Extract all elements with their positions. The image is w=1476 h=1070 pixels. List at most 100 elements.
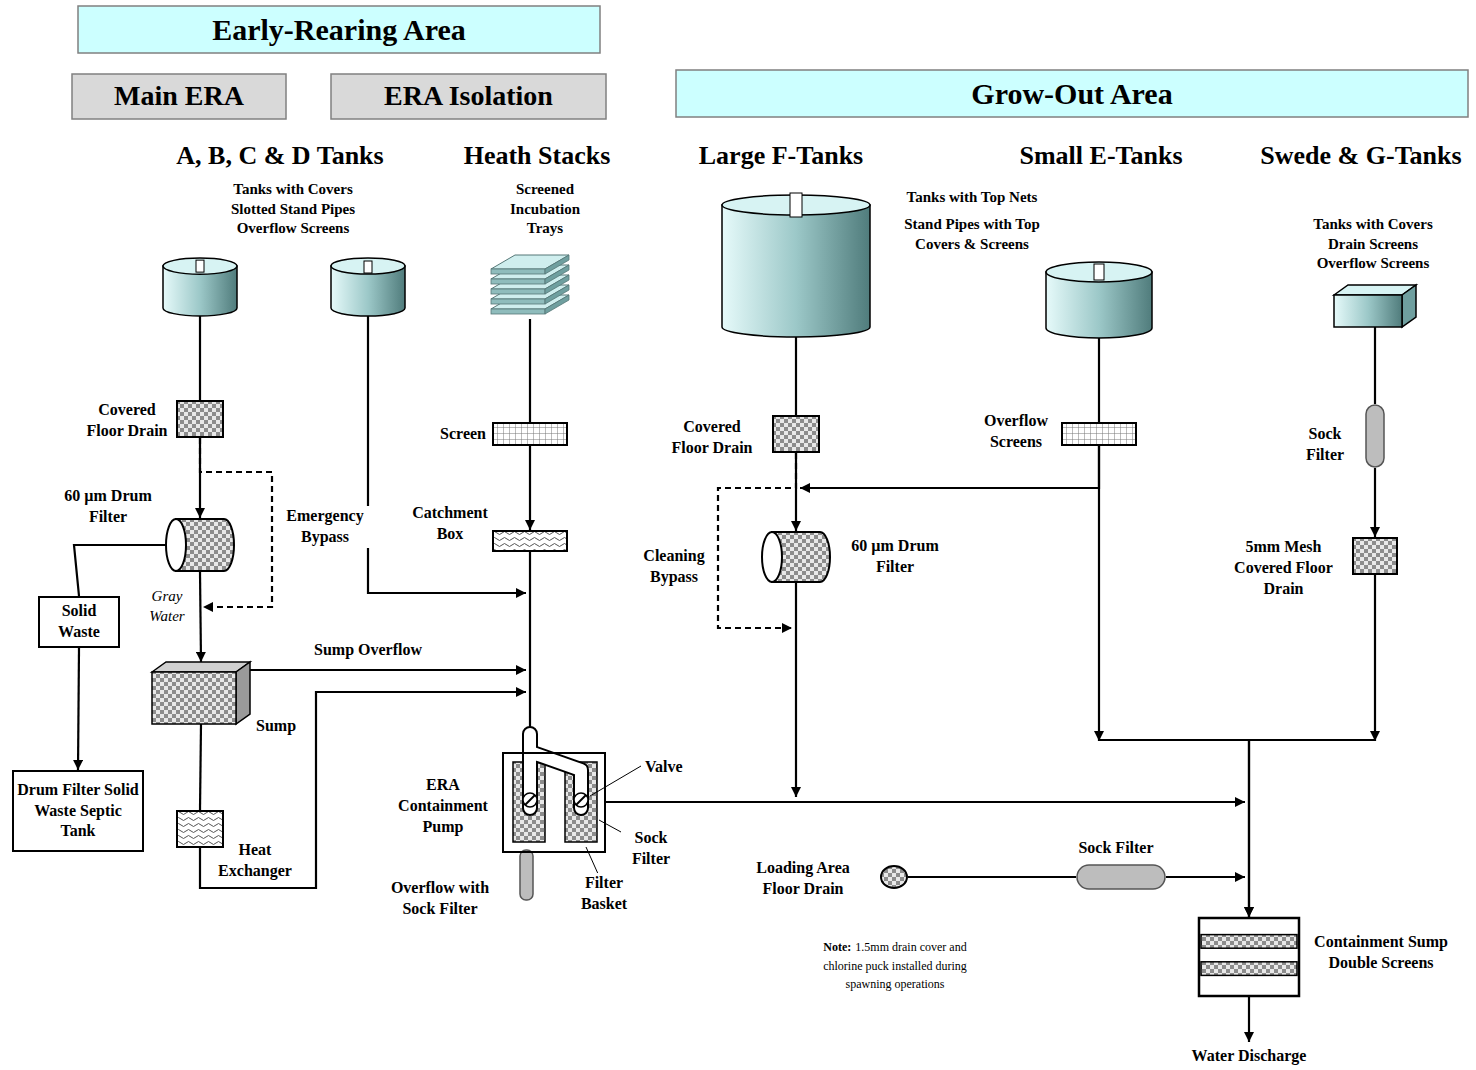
text-slot: Loading Area Floor Drain	[748, 858, 858, 900]
drum-end	[166, 519, 186, 571]
box-label: Main ERA	[110, 78, 248, 114]
symbol	[502, 728, 606, 853]
containment-sump: Containment Sump Double Screens	[1198, 917, 1300, 997]
note-text: Note:	[823, 940, 851, 954]
text-slot: Tanks with Covers Drain Screens Overflow…	[1298, 215, 1448, 274]
symbol	[166, 518, 234, 572]
drain-cover	[881, 866, 907, 888]
node-label: Covered Floor Drain	[667, 417, 757, 459]
text-slot: Containment Sump Double Screens	[1306, 932, 1456, 974]
stand-pipe	[1094, 264, 1104, 280]
pipe-line	[1374, 468, 1376, 537]
floor-drain: Covered Floor Drain	[772, 415, 820, 453]
area-band: Grow-Out Area	[676, 70, 1468, 117]
sock-pipe	[530, 734, 581, 808]
text-slot: A, B, C & D Tanks	[160, 139, 400, 173]
symbol	[176, 810, 224, 848]
edge-label: Gray Water	[141, 587, 193, 626]
sock	[1077, 865, 1165, 889]
pipe-line	[529, 446, 531, 530]
tank: Small E-Tanks	[1046, 262, 1152, 338]
pipe-line	[795, 583, 797, 797]
pipe-line	[1249, 575, 1375, 917]
floor-drain: 5mm Mesh Covered Floor Drain	[1352, 537, 1398, 575]
wavy-box	[493, 531, 567, 551]
pipe-line	[529, 319, 531, 422]
node-label: Stand Pipes with Top Covers & Screens	[902, 215, 1042, 254]
node-label: 60 µm Drum Filter	[845, 536, 945, 578]
symbol	[1061, 422, 1137, 446]
text-slot: Water Discharge	[1169, 1046, 1329, 1067]
text-slot: Tanks with Covers Slotted Stand Pipes Ov…	[218, 180, 368, 239]
node-label: Overflow Screens	[976, 411, 1056, 453]
box-label: ERA Isolation	[380, 78, 557, 114]
box-top	[152, 662, 250, 672]
floor-drain: Covered Floor Drain	[176, 400, 224, 438]
sock-filter: Sock Filter	[1076, 864, 1166, 890]
part-label: Filter Basket	[574, 873, 634, 915]
box-label: Solid Waste	[38, 601, 120, 643]
band-shape	[676, 70, 1468, 117]
text-slot: Large F-Tanks	[681, 139, 881, 173]
tank: Large F-TanksTanks with Top NetsStand Pi…	[722, 195, 870, 337]
text-slot: Emergency Bypass	[280, 506, 370, 548]
node-label: 60 µm Drum Filter	[58, 486, 158, 528]
drain-cover	[1353, 538, 1397, 574]
node-label: Tanks with Covers Slotted Stand Pipes Ov…	[218, 180, 368, 239]
symbol	[1352, 537, 1398, 575]
stand-pipe	[196, 260, 204, 272]
text-slot: Overflow with Sock Filter	[375, 878, 505, 920]
screen-mesh	[493, 423, 567, 445]
node-label: ERA Containment Pump	[388, 775, 498, 837]
section-heading: Small E-Tanks	[1001, 139, 1201, 173]
screen: Overflow Screens	[1061, 422, 1137, 446]
text-slot: 5mm Mesh Covered Floor Drain	[1226, 537, 1341, 599]
node-label: Tanks with Top Nets	[882, 188, 1062, 208]
box-label: Early-Rearing Area	[208, 10, 470, 49]
text-slot: Cleaning Bypass	[636, 546, 712, 588]
drain-cover	[177, 401, 223, 437]
text-slot: Tanks with Top Nets	[882, 188, 1062, 208]
process-box: Drum Filter Solid Waste Septic Tank	[12, 770, 144, 852]
discharge-label: Water Discharge	[1192, 1046, 1307, 1067]
section-heading: Large F-Tanks	[681, 139, 881, 173]
screen-band	[1201, 962, 1297, 976]
valve	[574, 793, 588, 807]
area-band: Main ERA	[72, 74, 286, 119]
text-slot: Sump	[256, 716, 316, 737]
edge-label: Emergency Bypass	[280, 506, 370, 548]
sock	[1366, 405, 1384, 467]
text-slot: Sock Filter	[1295, 424, 1355, 466]
drum-filter: 60 µm Drum Filter	[762, 531, 830, 583]
symbol	[722, 195, 870, 337]
tray	[491, 309, 545, 314]
pipe-line	[200, 572, 201, 662]
tank-body	[722, 205, 870, 337]
box-side	[236, 662, 250, 724]
symbol	[491, 247, 569, 319]
box-label: Drum Filter Solid Waste Septic Tank	[12, 780, 144, 842]
stand-pipe	[364, 261, 372, 273]
text-slot: Covered Floor Drain	[667, 417, 757, 459]
text-slot: Heath Stacks	[447, 139, 627, 173]
text-slot: Stand Pipes with Top Covers & Screens	[902, 215, 1042, 254]
screen: Screen	[492, 422, 568, 446]
symbol	[492, 530, 568, 552]
tray	[491, 269, 545, 274]
floor-drain: Loading Area Floor Drain	[880, 865, 908, 889]
isolation-tank	[331, 258, 405, 316]
symbol	[772, 415, 820, 453]
symbol	[1365, 404, 1385, 468]
valve	[523, 793, 537, 807]
drum-filter: 60 µm Drum Filter	[166, 518, 234, 572]
tray	[491, 289, 545, 294]
stand-pipe	[790, 193, 802, 217]
node-label: Sump	[256, 716, 316, 737]
screen-mesh	[1062, 423, 1136, 445]
pipe-line	[200, 692, 526, 888]
node-label: Covered Floor Drain	[82, 400, 172, 442]
symbol	[880, 865, 908, 889]
heat-exchanger: Heat Exchanger	[176, 810, 224, 848]
node-label: Heat Exchanger	[210, 840, 300, 882]
